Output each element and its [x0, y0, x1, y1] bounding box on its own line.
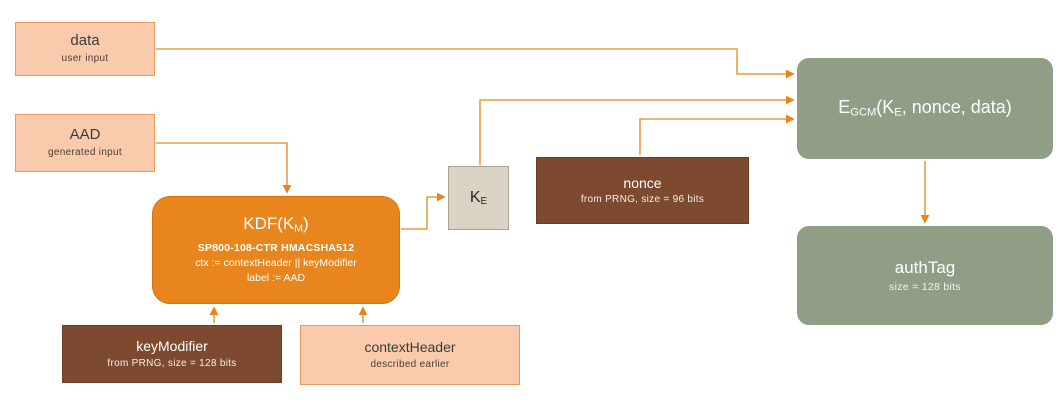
arrow-ke-to-egcm: [479, 95, 795, 165]
arrow-aad-to-kdf: [156, 142, 292, 194]
egcm-ke-subscript: E: [894, 106, 902, 119]
node-contextheader-title: contextHeader: [364, 339, 456, 355]
kdf-title-subscript: M: [294, 222, 304, 235]
node-aad-subtitle: generated input: [47, 147, 122, 159]
kdf-label-line: label := AAD: [246, 272, 306, 285]
kdf-algorithm-line: SP800-108-CTR HMACSHA512: [197, 241, 355, 254]
node-egcm-title: EGCM(KE, nonce, data): [838, 96, 1012, 120]
ke-title-subscript: E: [480, 195, 488, 207]
ke-title-pre: K: [469, 188, 481, 206]
egcm-gcm-subscript: GCM: [850, 106, 877, 119]
kdf-title-post: ): [303, 214, 309, 234]
node-authtag-title: authTag: [894, 257, 956, 277]
node-kdf: KDF(KM) SP800-108-CTR HMACSHA512 ctx := …: [152, 196, 400, 304]
node-aad-title: AAD: [69, 126, 101, 144]
node-contextheader: contextHeader described earlier: [300, 325, 520, 385]
node-data-subtitle: user input: [61, 53, 109, 65]
arrow-data-to-egcm: [156, 48, 795, 79]
egcm-e: E: [838, 97, 851, 118]
node-ke-title: KE: [470, 188, 487, 209]
node-authtag-subtitle: size = 128 bits: [889, 281, 961, 294]
node-keymodifier: keyModifier from PRNG, size = 128 bits: [62, 325, 282, 383]
node-keymodifier-title: keyModifier: [136, 338, 208, 354]
node-egcm: EGCM(KE, nonce, data): [797, 58, 1053, 159]
node-keymodifier-subtitle: from PRNG, size = 128 bits: [107, 357, 237, 369]
node-data-title: data: [70, 32, 100, 50]
node-kdf-title: KDF(KM): [243, 213, 308, 235]
arrow-nonce-to-egcm: [639, 114, 795, 155]
egcm-args: , nonce, data): [901, 97, 1012, 118]
kdf-title-pre: KDF(K: [243, 214, 295, 234]
egcm-open-paren: (K: [876, 97, 895, 118]
kdf-ctx-line: ctx := contextHeader || keyModifier: [195, 257, 357, 270]
node-nonce-subtitle: from PRNG, size = 96 bits: [580, 194, 705, 205]
node-aad: AAD generated input: [15, 114, 155, 172]
arrow-kdf-to-ke: [401, 192, 446, 230]
node-data: data user input: [15, 22, 155, 76]
node-nonce-title: nonce: [623, 174, 662, 191]
node-contextheader-subtitle: described earlier: [370, 358, 450, 370]
node-nonce: nonce from PRNG, size = 96 bits: [536, 157, 749, 224]
node-authtag: authTag size = 128 bits: [797, 226, 1053, 325]
node-ke: KE: [448, 166, 509, 230]
